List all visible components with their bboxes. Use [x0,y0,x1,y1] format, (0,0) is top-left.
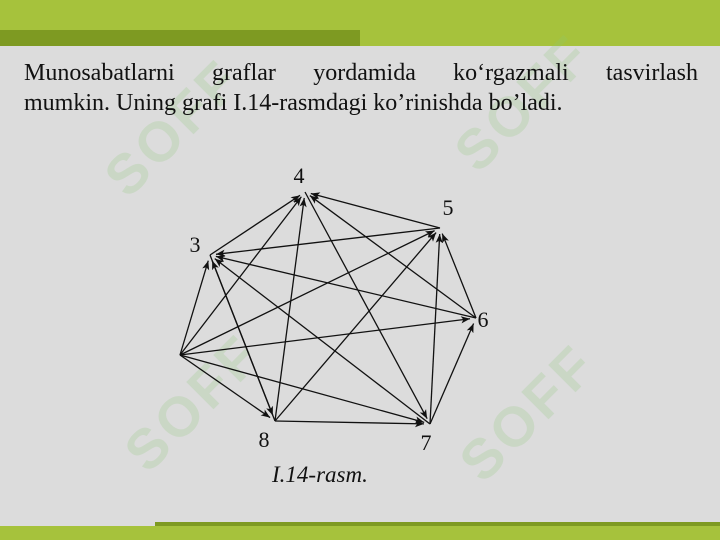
graph-edge-6-3 [215,254,477,319]
graph-edge-5-4 [310,192,441,229]
graph-edge-6-4 [309,195,477,319]
graph-node-label-8: 8 [259,427,270,452]
header-accent-bar [0,30,360,46]
graph-edge-8-5 [274,232,437,422]
graph-node-label-7: 7 [421,430,432,455]
graph-edge-4-7 [304,191,428,420]
graph-edge-8-4 [274,197,307,422]
graph-edge-1-4 [179,196,302,356]
graph-edge-1-6 [179,316,471,356]
graph-edge-6-5 [441,233,477,319]
paragraph-line: Munosabatlarni graflar yordamida ko‘rgaz… [24,60,698,86]
graph-edge-3-4 [209,194,301,256]
graph-edge-1-5 [179,230,435,356]
graph-node-label-3: 3 [190,232,201,257]
graph-edge-7-3 [214,258,431,425]
footer-band [0,526,720,540]
graph-node-label-5: 5 [443,195,454,220]
graph-edge-8-3 [211,260,276,422]
graph-edge-7-5 [429,233,443,425]
paragraph-line: mumkin. Uning grafi I.14-rasmdagi ko’rin… [24,90,563,116]
graph-node-label-6: 6 [478,307,489,332]
figure-caption: I.14-rasm. [272,462,368,487]
graph-edge-1-3 [179,260,210,356]
graph-node-label-4: 4 [294,163,305,188]
slide-paragraph: Munosabatlarni graflar yordamida ko‘rgaz… [24,58,698,118]
graph-edge-8-7 [274,420,425,428]
footer-accent-bar [155,522,720,526]
graph-edge-1-8 [179,354,271,419]
graph-edge-7-6 [429,323,475,425]
graph-edge-5-3 [215,227,441,257]
